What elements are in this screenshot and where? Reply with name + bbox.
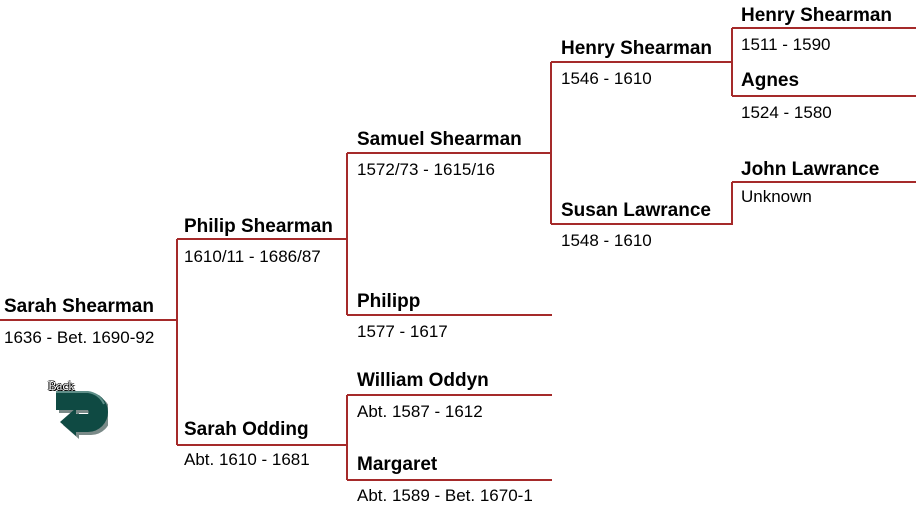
- person-name-margaret[interactable]: Margaret: [357, 454, 438, 475]
- person-dates-sarah-shearman: 1636 - Bet. 1690-92: [4, 328, 155, 347]
- person-dates-margaret: Abt. 1589 - Bet. 1670-1: [357, 486, 533, 505]
- person-dates-philipp: 1577 - 1617: [357, 322, 448, 341]
- person-dates-henry-shearman-1511: 1511 - 1590: [741, 35, 831, 54]
- person-dates-agnes: 1524 - 1580: [741, 103, 832, 122]
- back-button[interactable]: Back: [44, 378, 111, 442]
- person-name-sarah-shearman[interactable]: Sarah Shearman: [4, 296, 154, 317]
- person-name-agnes[interactable]: Agnes: [741, 70, 800, 91]
- person-name-william-oddyn[interactable]: William Oddyn: [357, 370, 489, 391]
- person-name-samuel-shearman[interactable]: Samuel Shearman: [357, 129, 522, 150]
- person-name-henry-shearman-1546[interactable]: Henry Shearman: [561, 38, 713, 59]
- person-dates-samuel-shearman: 1572/73 - 1615/16: [357, 160, 496, 179]
- back-arrow-icon: [56, 391, 111, 439]
- person-dates-henry-shearman-1546: 1546 - 1610: [561, 69, 652, 88]
- person-name-philipp[interactable]: Philipp: [357, 291, 421, 312]
- person-dates-william-oddyn: Abt. 1587 - 1612: [357, 402, 483, 421]
- person-name-sarah-odding[interactable]: Sarah Odding: [184, 419, 309, 440]
- person-name-susan-lawrance[interactable]: Susan Lawrance: [561, 200, 711, 221]
- person-dates-sarah-odding: Abt. 1610 - 1681: [184, 450, 310, 469]
- person-dates-john-lawrance: Unknown: [741, 187, 812, 206]
- person-dates-susan-lawrance: 1548 - 1610: [561, 231, 652, 250]
- person-dates-philip-shearman: 1610/11 - 1686/87: [184, 247, 321, 266]
- person-name-john-lawrance[interactable]: John Lawrance: [741, 159, 880, 180]
- back-button-label: Back: [48, 378, 75, 393]
- person-name-philip-shearman[interactable]: Philip Shearman: [184, 216, 333, 237]
- person-name-henry-shearman-1511[interactable]: Henry Shearman: [741, 5, 893, 26]
